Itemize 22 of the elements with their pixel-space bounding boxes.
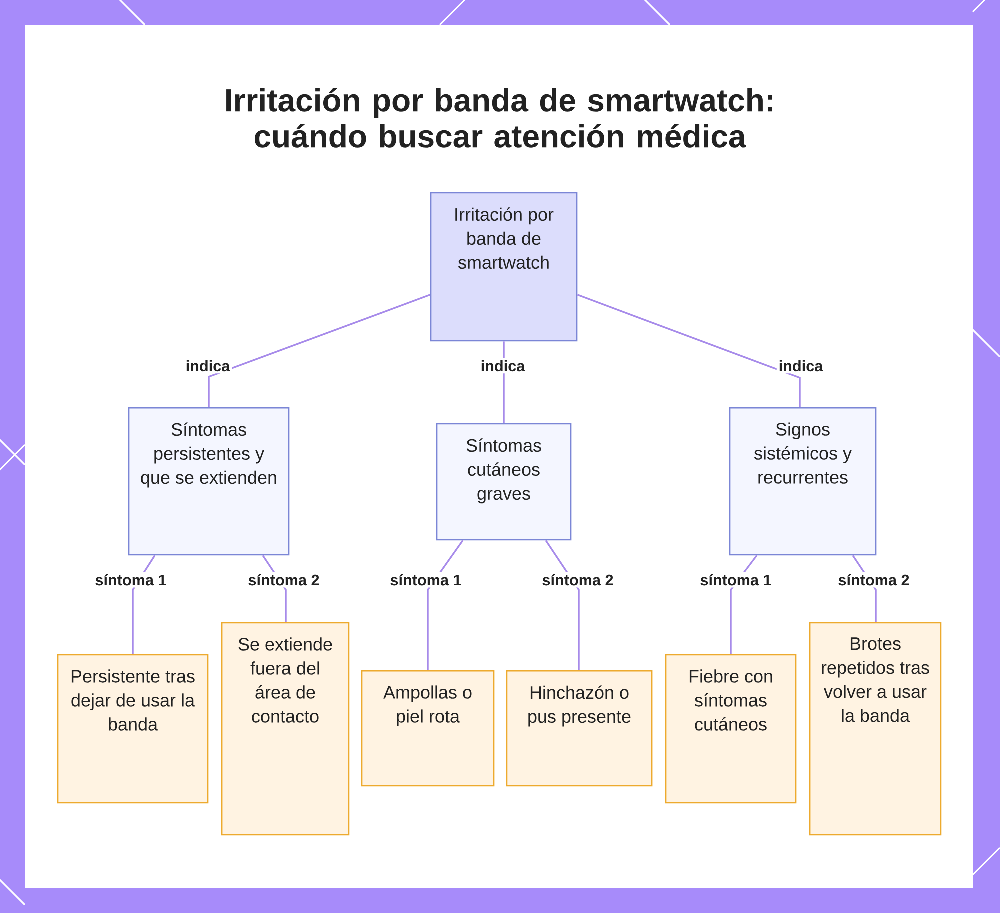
edge-label: síntoma 1 [698,572,774,588]
edge-label: síntoma 2 [540,572,616,588]
title: Irritación por banda de smartwatch: cuándo buscar atención médica [226,88,772,148]
edge-label: síntoma 1 [388,572,464,588]
symptom-box: Se extiende fuera del área de contacto [221,622,350,836]
edge-label: síntoma 2 [246,572,322,588]
connector [577,294,801,408]
category-box: Síntomas persistentes y que se extienden [128,407,290,556]
connector [208,294,431,408]
edge-label: indica [776,358,826,374]
category-box: Signos sistémicos y recurrentes [729,407,877,556]
edge-label: indica [478,358,528,374]
symptom-box: Hinchazón o pus presente [506,670,653,787]
edge-label: síntoma 1 [93,572,169,588]
symptom-box: Ampollas o piel rota [361,670,495,787]
symptom-box: Brotes repetidos tras volver a usar la banda [809,622,942,836]
root-box: Irritación por banda de smartwatch [430,192,578,342]
symptom-box: Persistente tras dejar de usar la banda [57,654,209,804]
symptom-box: Fiebre con síntomas cutáneos [665,654,797,804]
edge-label: indica [184,358,232,374]
category-box: Síntomas cutáneos graves [436,423,572,541]
edge-label: síntoma 2 [836,572,912,588]
